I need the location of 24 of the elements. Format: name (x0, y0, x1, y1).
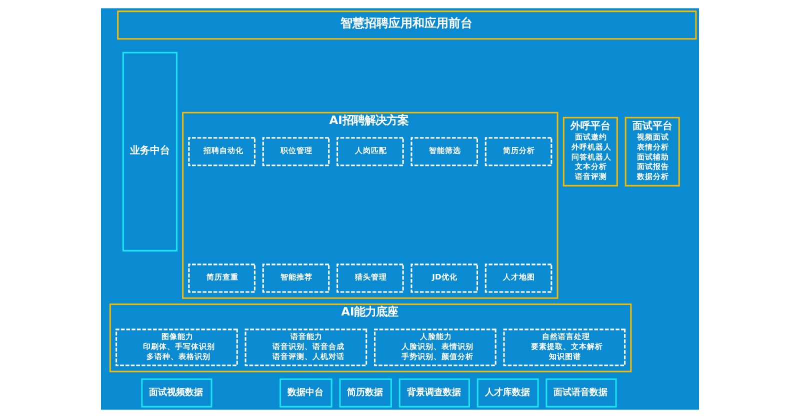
node-box: 职位管理 (262, 137, 330, 166)
node-box: 智慧招聘应用和应用前台 (117, 10, 697, 40)
node-box: 图像能力 印刷体、手写体识别 多语种、表格识别 (116, 328, 238, 366)
node-box: 人才库数据 (476, 378, 539, 408)
node-box: 人脸能力 人脸识别、表情识别 手势识别、颜值分析 (374, 328, 496, 366)
node-box: 人岗匹配 (336, 137, 404, 166)
node-box: 简历数据 (339, 378, 392, 408)
node-box: JD优化 (410, 264, 478, 293)
node-box: 数据中台 (280, 378, 332, 408)
node-box: 智能推荐 (262, 264, 330, 293)
node-box: 简历查重 (188, 264, 256, 293)
node-box: 简历分析 (484, 137, 552, 166)
node-box: 业务中台 (122, 52, 178, 252)
node-box: 外呼平台 面试邀约 外呼机器人 问答机器人 文本分析 语音评测 (562, 116, 618, 186)
node-box: 招聘自动化 (188, 137, 256, 166)
node-box: 面试视频数据 (141, 378, 212, 408)
node-box: 背景调查数据 (398, 378, 470, 408)
node-box: 面试语音数据 (546, 378, 617, 408)
node-box: 人才地图 (484, 264, 552, 293)
node-box: 语音能力 语音识别、语音合成 语音评测、人机对话 (244, 328, 368, 366)
node-box: 自然语言处理 要素提取、文本解析 知识图谱 (503, 328, 626, 366)
node-box: 面试平台 视频面试 表情分析 面试辅助 面试报告 数据分析 (624, 116, 680, 186)
node-box: 猎头管理 (336, 264, 404, 293)
node-box: 智能筛选 (410, 137, 478, 166)
